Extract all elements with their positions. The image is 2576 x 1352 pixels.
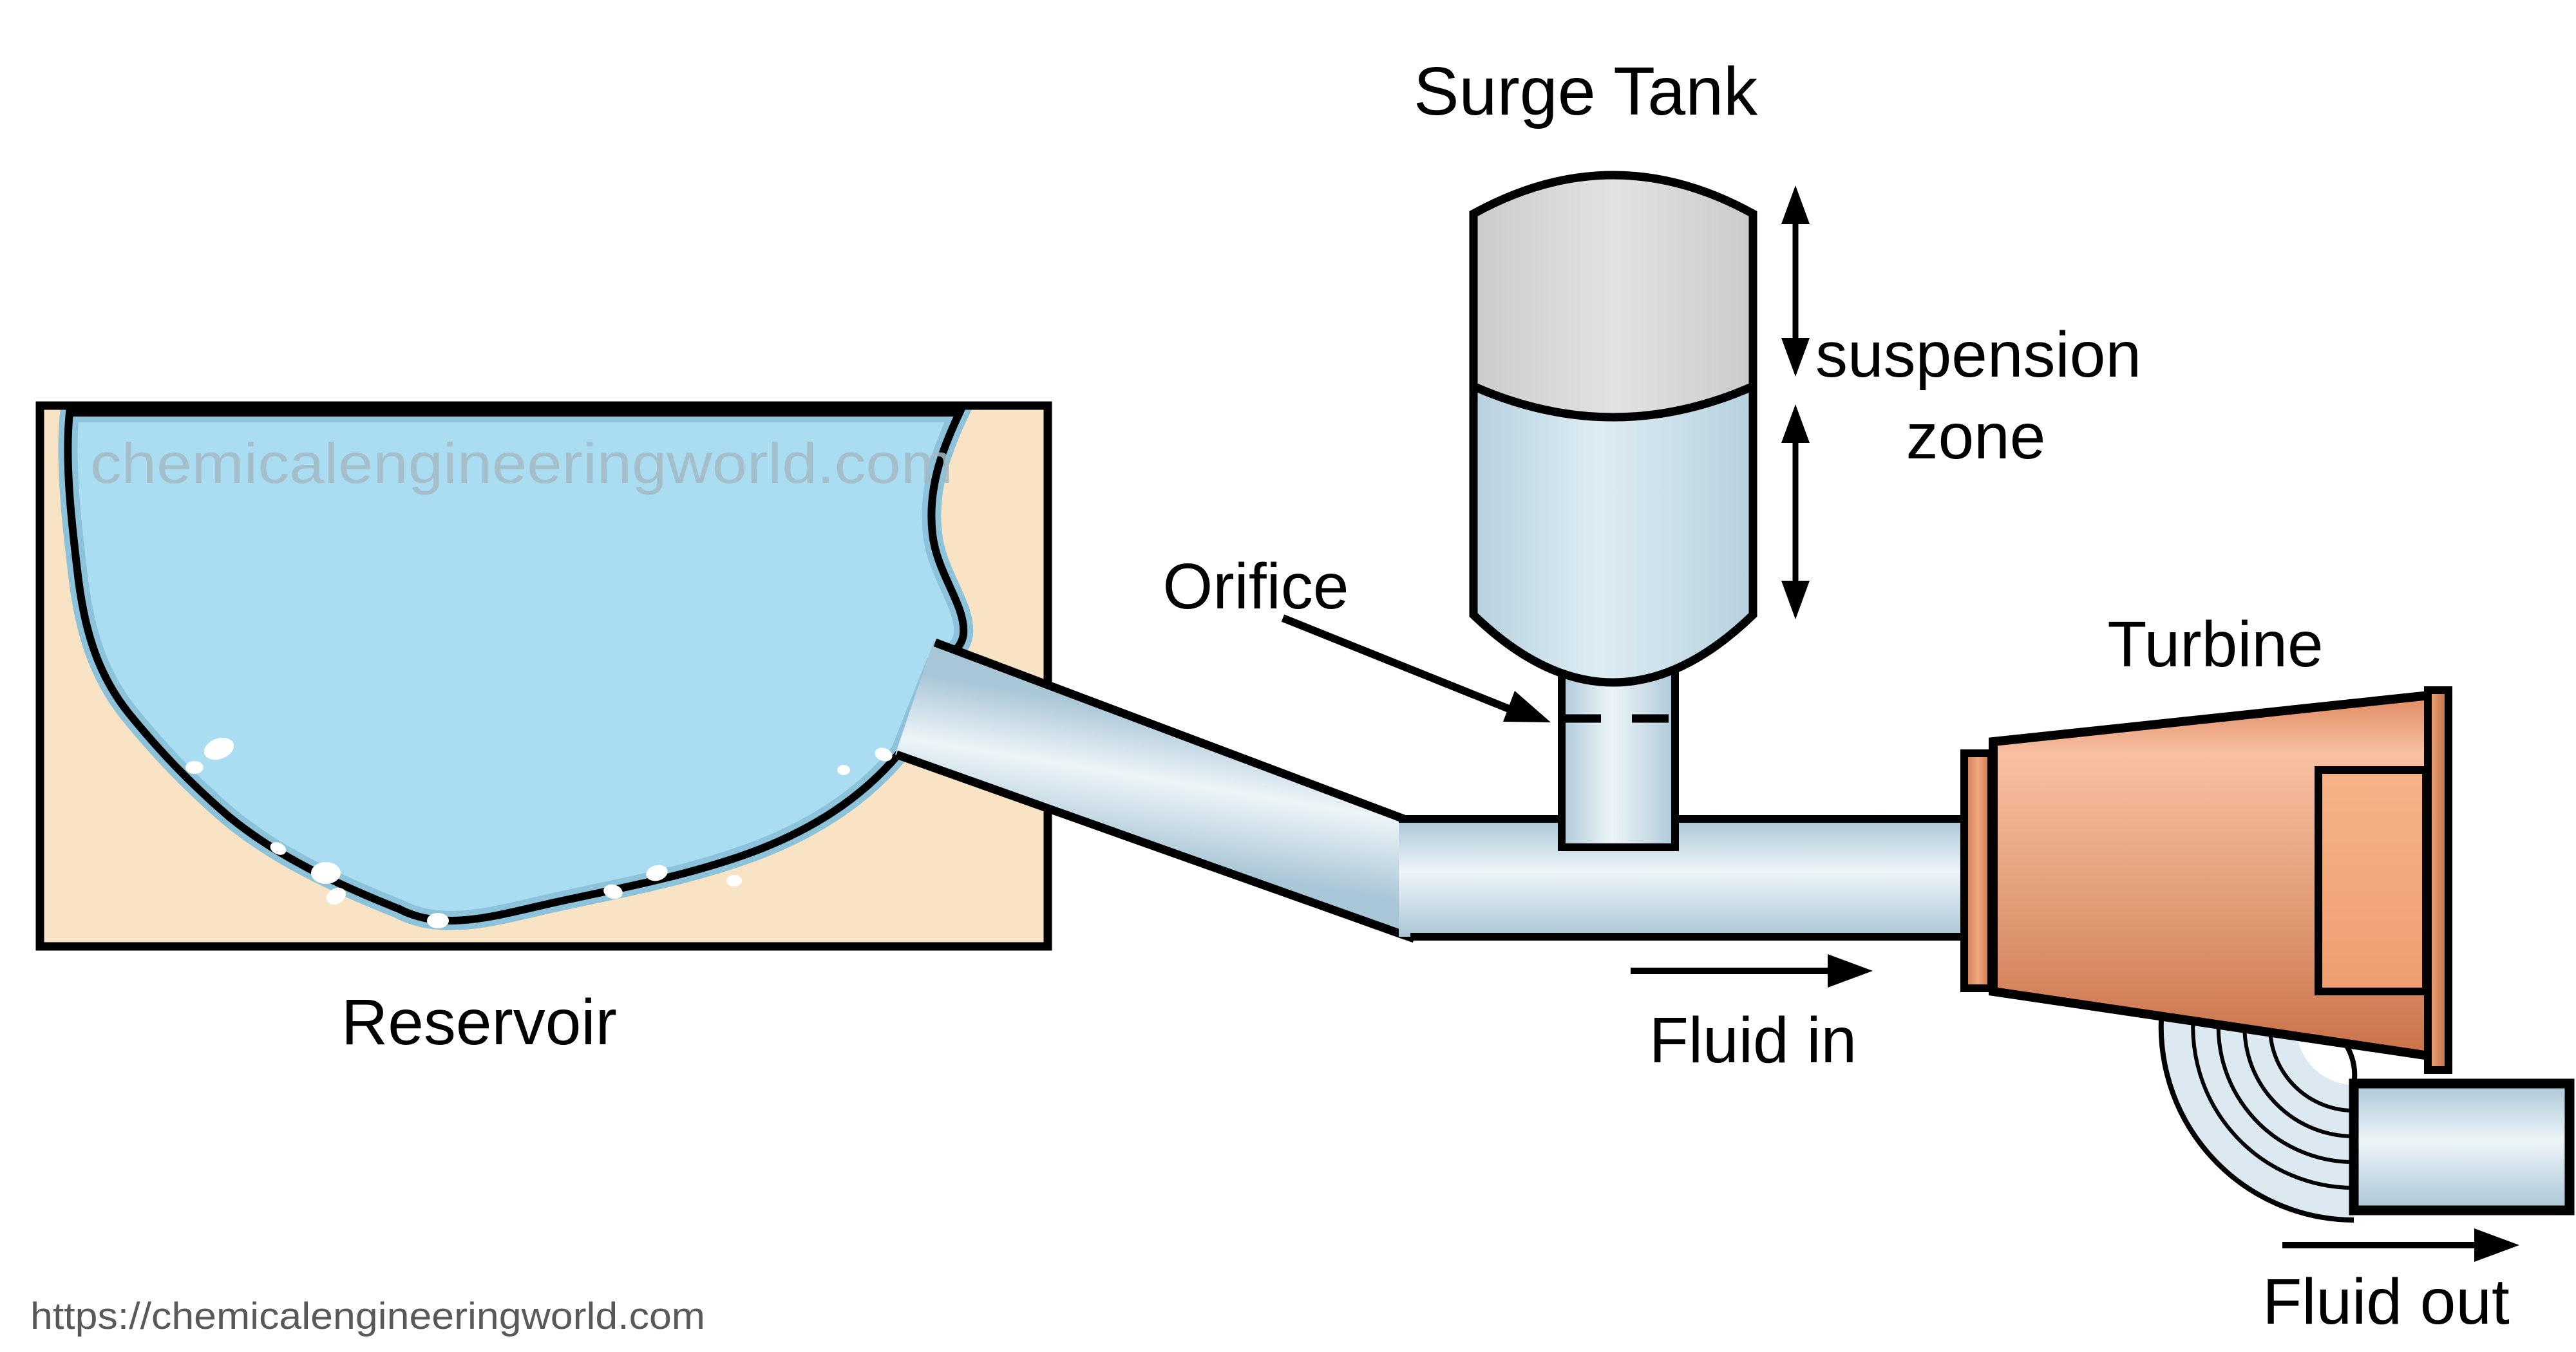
draft-tube: [2158, 994, 2358, 1223]
penstock-fill: [895, 641, 1404, 940]
pebble: [311, 862, 341, 884]
label-reservoir: Reservoir: [341, 986, 617, 1058]
watermark-text: chemicalengineeringworld.com: [90, 431, 953, 495]
pebble: [270, 842, 287, 855]
outlet-pipe: [2349, 1078, 2575, 1216]
turbine-rim-outline: [2424, 686, 2452, 1074]
draft-tube-vane: [2242, 1007, 2354, 1138]
turbine-inlet-flange: [1964, 753, 1991, 988]
pebble: [726, 875, 742, 887]
orifice-arrowhead-icon: [1503, 691, 1551, 722]
label-zone: zone: [1906, 400, 2046, 473]
fluid-level-line: [1472, 382, 1755, 422]
pebble: [204, 737, 234, 760]
riser-pipe: [1558, 671, 1679, 851]
pebble: [326, 887, 346, 905]
penstock-bottom-edge: [895, 750, 1416, 943]
pebble: [603, 884, 623, 899]
shore-pebbles: [185, 737, 893, 928]
pebble: [837, 765, 850, 775]
label-fluid-in: Fluid in: [1649, 1004, 1857, 1076]
turbine: [1960, 686, 2452, 1074]
riser-fill: [1558, 671, 1679, 847]
turbine-panel: [2318, 770, 2426, 991]
label-orifice: Orifice: [1163, 550, 1349, 623]
pebble: [875, 747, 893, 762]
surge-tank: [1469, 171, 1757, 687]
draft-tube-band: [2161, 995, 2354, 1220]
outlet-pipe-outline: [2349, 1078, 2575, 1216]
draft-tube-vane: [2216, 1002, 2354, 1165]
orifice-arrow-line: [1281, 614, 1514, 714]
reservoir-border: [35, 401, 1052, 951]
fluid-out-arrow: [2282, 1228, 2519, 1262]
surge-tank-fluid: [1473, 386, 1753, 682]
arrow-up-icon: [1781, 185, 1810, 224]
pebble: [185, 761, 204, 774]
pebble: [427, 913, 449, 928]
orifice-callout: [1281, 614, 1551, 722]
penstock-top-edge: [933, 638, 1406, 823]
arrow-right-icon: [1828, 954, 1873, 988]
outlet-pipe-fill: [2354, 1084, 2570, 1210]
arrow-right-icon: [2474, 1228, 2519, 1262]
pebble: [646, 865, 668, 881]
arrow-down-icon: [1781, 338, 1810, 377]
arrow-down-icon: [1781, 581, 1810, 619]
horizontal-pipe: [1399, 815, 1965, 941]
surge-tank-outline: [1469, 171, 1757, 687]
label-turbine: Turbine: [2107, 608, 2323, 681]
draft-tube-outer-edge: [2158, 994, 2354, 1223]
arrow-up-icon: [1781, 404, 1810, 443]
page-title: Surge Tank: [1414, 53, 1758, 129]
footer-url: https://chemicalengineeringworld.com: [30, 1295, 705, 1337]
reservoir: chemicalengineeringworld.com: [35, 401, 1052, 951]
reservoir-shoreline: [64, 409, 968, 925]
horizontal-pipe-fill: [1399, 819, 1965, 937]
fluid-in-arrow: [1631, 954, 1873, 988]
penstock-pipe: [895, 638, 1416, 943]
label-suspension: suspension: [1815, 319, 2141, 391]
draft-tube-vane: [2191, 999, 2354, 1190]
label-fluid-out: Fluid out: [2262, 1266, 2510, 1338]
suspension-zone-dimension: [1781, 185, 1810, 619]
